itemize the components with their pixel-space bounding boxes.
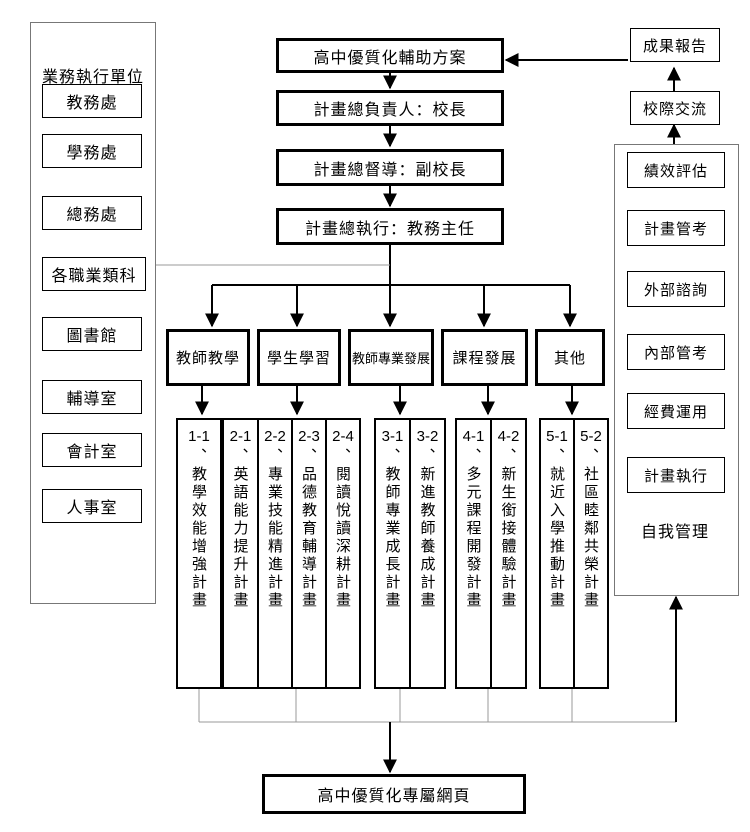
plan-title: 、社區睦鄰共榮計畫 xyxy=(582,448,600,610)
plan-5-2: 5-2 、社區睦鄰共榮計畫 xyxy=(573,418,609,689)
plan-number: 2-1 xyxy=(229,428,252,445)
category-student-learning: 學生學習 xyxy=(257,329,341,386)
unit-general-affairs: 總務處 xyxy=(42,196,142,230)
plan-4-1: 4-1 、多元課程開發計畫 xyxy=(455,418,492,689)
plan-3-2: 3-2 、新進教師養成計畫 xyxy=(409,418,446,689)
leader-box: 計畫總負責人：校長 xyxy=(276,90,504,126)
plan-title: 、教師專業成長計畫 xyxy=(383,448,402,610)
website-box: 高中優質化專屬網頁 xyxy=(262,774,526,814)
step-internal-review: 內部管考 xyxy=(627,334,725,370)
supervisor-box: 計畫總督導：副校長 xyxy=(276,149,504,186)
plan-title: 、英語能力提升計畫 xyxy=(231,448,250,610)
inter-school-exchange-box: 校際交流 xyxy=(630,91,720,125)
executor-box: 計畫總執行：教務主任 xyxy=(276,208,504,245)
step-budget-use: 經費運用 xyxy=(627,393,725,429)
category-curriculum: 課程發展 xyxy=(441,329,528,386)
plan-title: 、新進教師養成計畫 xyxy=(418,448,437,610)
results-report-box: 成果報告 xyxy=(630,28,720,62)
plan-number: 2-4 xyxy=(332,428,354,445)
plan-number: 3-1 xyxy=(381,428,404,445)
unit-library: 圖書館 xyxy=(42,317,142,351)
plan-2-4: 2-4 、閱讀悅讀深耕計畫 xyxy=(325,418,361,689)
unit-accounting: 會計室 xyxy=(42,433,142,467)
plan-title: 、教學效能增強計畫 xyxy=(190,448,208,610)
unit-student-affairs: 學務處 xyxy=(42,134,142,168)
plan-2-3: 2-3 、品德教育輔導計畫 xyxy=(291,418,327,689)
plan-number: 5-1 xyxy=(546,428,568,445)
plan-number: 5-2 xyxy=(580,428,602,445)
plan-2-1: 2-1 、英語能力提升計畫 xyxy=(222,418,259,689)
unit-counseling: 輔導室 xyxy=(42,380,142,414)
plan-title: 、專業技能精進計畫 xyxy=(266,448,284,610)
self-management-label: 自我管理 xyxy=(641,522,710,541)
plan-3-1: 3-1 、教師專業成長計畫 xyxy=(374,418,411,689)
plan-number: 4-1 xyxy=(462,428,485,445)
unit-academic-affairs: 教務處 xyxy=(42,84,142,118)
step-plan-review: 計畫管考 xyxy=(627,210,725,246)
plan-4-2: 4-2 、新生銜接體驗計畫 xyxy=(490,418,527,689)
plan-number: 4-2 xyxy=(497,428,520,445)
plan-title: 、就近入學推動計畫 xyxy=(548,448,566,610)
plan-5-1: 5-1 、就近入學推動計畫 xyxy=(539,418,575,689)
plan-2-2: 2-2 、專業技能精進計畫 xyxy=(257,418,293,689)
plan-title: 、閱讀悅讀深耕計畫 xyxy=(334,448,352,610)
step-external-consult: 外部諮詢 xyxy=(627,271,725,307)
step-plan-execution: 計畫執行 xyxy=(627,457,725,493)
plan-title: 、多元課程開發計畫 xyxy=(464,448,483,610)
unit-personnel: 人事室 xyxy=(42,489,142,523)
category-teacher-teaching: 教師教學 xyxy=(166,329,250,386)
program-box: 高中優質化輔助方案 xyxy=(276,38,504,73)
unit-vocational-depts: 各職業類科 xyxy=(42,257,146,291)
plan-title: 、新生銜接體驗計畫 xyxy=(499,448,518,610)
plan-number: 2-3 xyxy=(298,428,320,445)
units-panel-title: 業務執行單位 xyxy=(41,67,144,86)
plan-number: 2-2 xyxy=(264,428,286,445)
plan-title: 、品德教育輔導計畫 xyxy=(300,448,318,610)
plan-number: 3-2 xyxy=(416,428,439,445)
step-performance-evaluation: 績效評估 xyxy=(627,152,725,188)
plan-1-1: 1-1 、教學效能增強計畫 xyxy=(176,418,222,689)
plan-number: 1-1 xyxy=(188,428,210,445)
category-other: 其他 xyxy=(535,329,605,386)
category-teacher-development: 教師專業發展 xyxy=(348,329,434,386)
